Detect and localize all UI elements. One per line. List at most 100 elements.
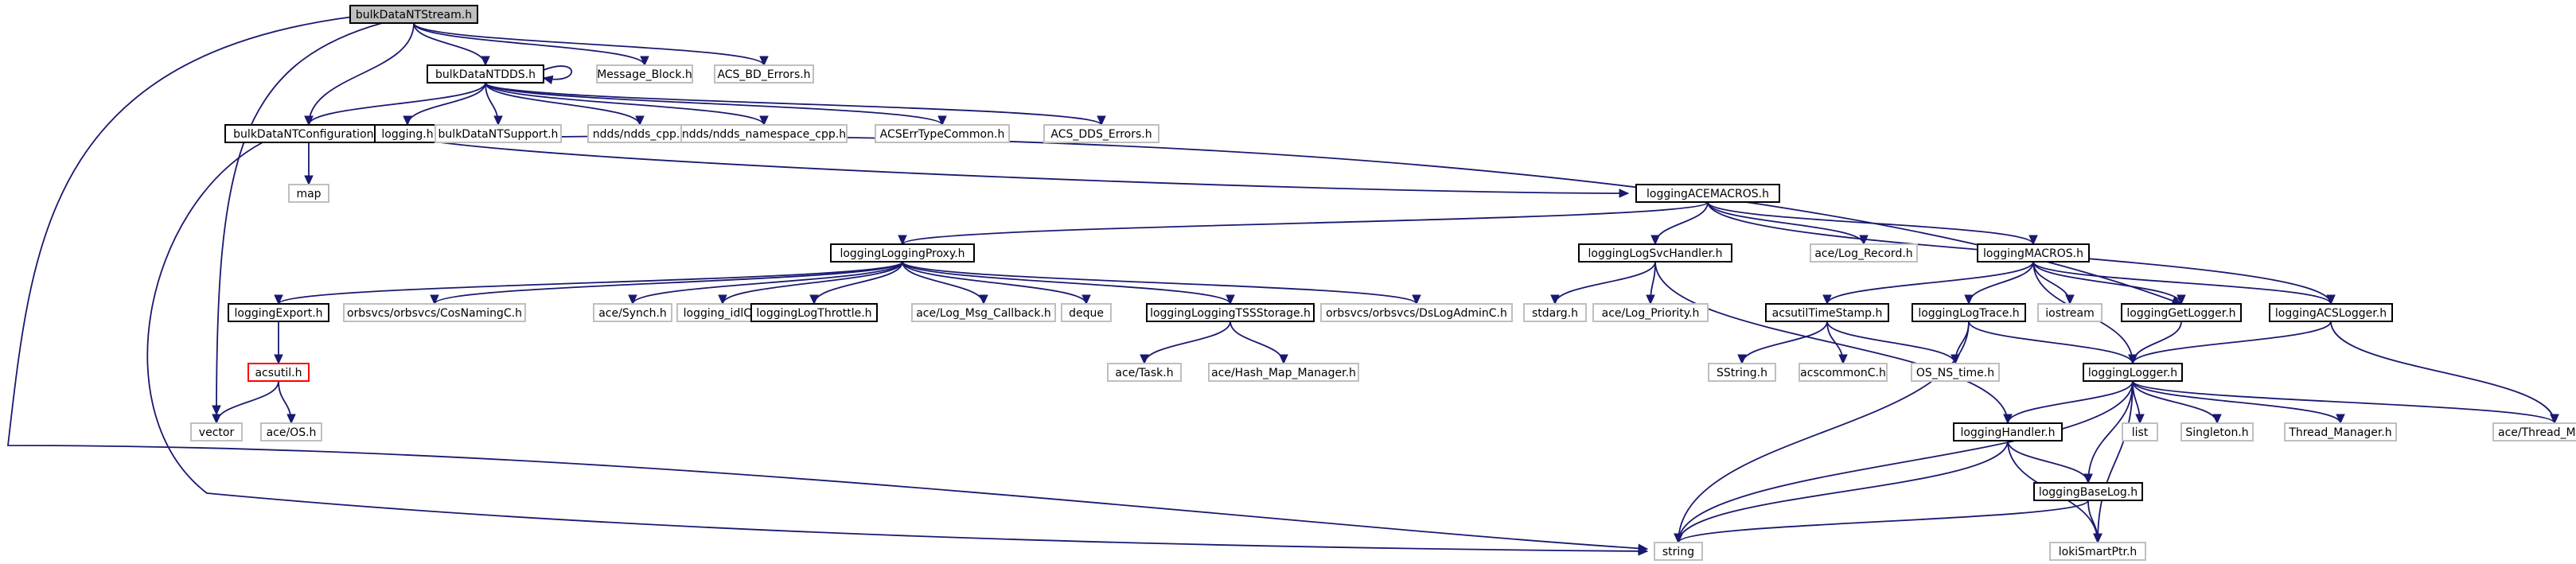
node-label: ndds/ndds_cpp.h: [593, 128, 687, 141]
node-box: [1107, 363, 1182, 382]
node-dds[interactable]: bulkDataNTDDS.h: [427, 64, 544, 84]
node-label: loggingACEMACROS.h: [1647, 188, 1769, 200]
dependency-edge: [718, 261, 903, 305]
node-acemacros[interactable]: loggingACEMACROS.h: [1635, 184, 1780, 203]
node-box: [2284, 422, 2397, 441]
node-list: list: [2122, 422, 2158, 441]
node-logger[interactable]: loggingLogger.h: [2083, 363, 2183, 382]
node-box: [2037, 303, 2102, 322]
dependency-edge: [2132, 380, 2559, 425]
node-box: [1208, 363, 1359, 382]
dependency-edge: [2032, 261, 2336, 305]
node-label: loggingLoggingTSSStorage.h: [1150, 307, 1311, 320]
node-box: [2083, 363, 2183, 382]
node-acsutil[interactable]: acsutil.h: [247, 363, 310, 382]
node-nddsns: ndds/ndds_namespace_cpp.h: [680, 124, 848, 143]
node-label: loggingLogger.h: [2088, 367, 2177, 379]
node-acscommon: acscommonC.h: [1799, 363, 1888, 382]
node-singleton: Singleton.h: [2180, 422, 2254, 441]
dependency-edge: [6, 14, 1649, 554]
dependency-edge: [274, 261, 903, 305]
node-box: [2180, 422, 2254, 441]
dependency-edge: [902, 261, 988, 305]
node-task: ace/Task.h: [1107, 363, 1182, 382]
node-box: [1635, 184, 1780, 203]
node-label: ACS_DDS_Errors.h: [1050, 128, 1152, 141]
node-label: logging_idlC.h: [684, 307, 762, 320]
dependency-edge: [809, 261, 903, 305]
node-logrecord: ace/Log_Record.h: [1810, 243, 1918, 263]
node-cosnaming: orbsvcs/orbsvcs/CosNamingC.h: [343, 303, 526, 322]
node-map: map: [288, 184, 329, 203]
node-box: [750, 303, 878, 322]
node-getlogger[interactable]: loggingGetLogger.h: [2121, 303, 2242, 322]
node-label: loggingLogThrottle.h: [756, 307, 871, 320]
node-label: loggingACSLogger.h: [2275, 307, 2387, 320]
node-cfg[interactable]: bulkDataNTConfiguration.h: [224, 124, 393, 143]
node-timestamp[interactable]: acsutilTimeStamp.h: [1765, 303, 1889, 322]
dependency-edge: [1964, 261, 2034, 305]
node-label: bulkDataNTStream.h: [356, 9, 472, 21]
node-label: ace/Hash_Map_Manager.h: [1211, 367, 1356, 379]
node-box: [2121, 303, 2242, 322]
node-svchandler[interactable]: loggingLogSvcHandler.h: [1578, 243, 1732, 263]
node-label: SString.h: [1717, 367, 1767, 379]
node-label: bulkDataNTConfiguration.h: [233, 128, 384, 141]
node-string: string: [1654, 542, 1703, 561]
dependency-edge: [902, 261, 1235, 305]
node-iostream: iostream: [2037, 303, 2102, 322]
node-trace[interactable]: loggingLogTrace.h: [1912, 303, 2026, 322]
dependency-edge: [403, 82, 486, 126]
dependency-edge: [902, 261, 1421, 305]
node-label: loggingMACROS.h: [1983, 247, 2083, 260]
node-box: [1953, 422, 2063, 441]
node-throttle[interactable]: loggingLogThrottle.h: [750, 303, 878, 322]
node-box: [1810, 243, 1918, 263]
node-box: [228, 303, 329, 322]
node-ddserr: ACS_DDS_Errors.h: [1043, 124, 1159, 143]
dependency-edge: [304, 82, 486, 126]
node-macros[interactable]: loggingMACROS.h: [1977, 243, 2090, 263]
node-baselog[interactable]: loggingBaseLog.h: [2033, 482, 2143, 501]
node-proxy[interactable]: loggingLoggingProxy.h: [830, 243, 975, 263]
node-sstring: SString.h: [1708, 363, 1776, 382]
node-label: ace/Log_Record.h: [1814, 247, 1912, 260]
node-root[interactable]: bulkDataNTStream.h: [349, 5, 478, 24]
node-box: [1799, 363, 1888, 382]
node-export[interactable]: loggingExport.h: [228, 303, 329, 322]
dependency-edge: [1968, 321, 2138, 365]
node-vector: vector: [190, 422, 243, 441]
node-box: [2122, 422, 2158, 441]
dependency-edge: [2087, 500, 2102, 544]
node-logging[interactable]: logging.h: [374, 124, 441, 143]
dependency-edge: [1650, 201, 1709, 246]
dependency-edge: [304, 22, 415, 126]
node-label: bulkDataNTDDS.h: [435, 68, 536, 81]
dependency-edge: [2007, 440, 2093, 484]
dependency-edge: [1674, 321, 1970, 544]
node-box: [1911, 363, 2000, 382]
node-box: [349, 5, 478, 24]
node-box: [247, 363, 310, 382]
node-tss[interactable]: loggingLoggingTSSStorage.h: [1146, 303, 1315, 322]
dependency-edge: [212, 22, 383, 416]
node-label: vector: [199, 426, 235, 439]
node-acslogger[interactable]: loggingACSLogger.h: [2269, 303, 2393, 322]
node-box: [190, 422, 243, 441]
dependency-edge: [485, 82, 1106, 126]
dependency-edge: [1230, 321, 1288, 365]
node-handler[interactable]: loggingHandler.h: [1953, 422, 2063, 441]
node-box: [593, 303, 672, 322]
node-label: logging.h: [381, 128, 433, 141]
node-box: [1708, 363, 1776, 382]
node-label: lokiSmartPtr.h: [2059, 546, 2138, 558]
node-label: loggingLogTrace.h: [1918, 307, 2019, 320]
node-osns: OS_NS_time.h: [1911, 363, 2000, 382]
node-label: ace/Thread_Mutex.h: [2498, 426, 2576, 439]
node-box: [596, 64, 693, 84]
dependency-edge: [1737, 321, 1828, 365]
node-dslog: orbsvcs/orbsvcs/DsLogAdminC.h: [1320, 303, 1513, 322]
dependency-edge: [274, 321, 283, 365]
dependency-edge: [1674, 380, 2134, 544]
dependency-edge: [2128, 321, 2332, 365]
